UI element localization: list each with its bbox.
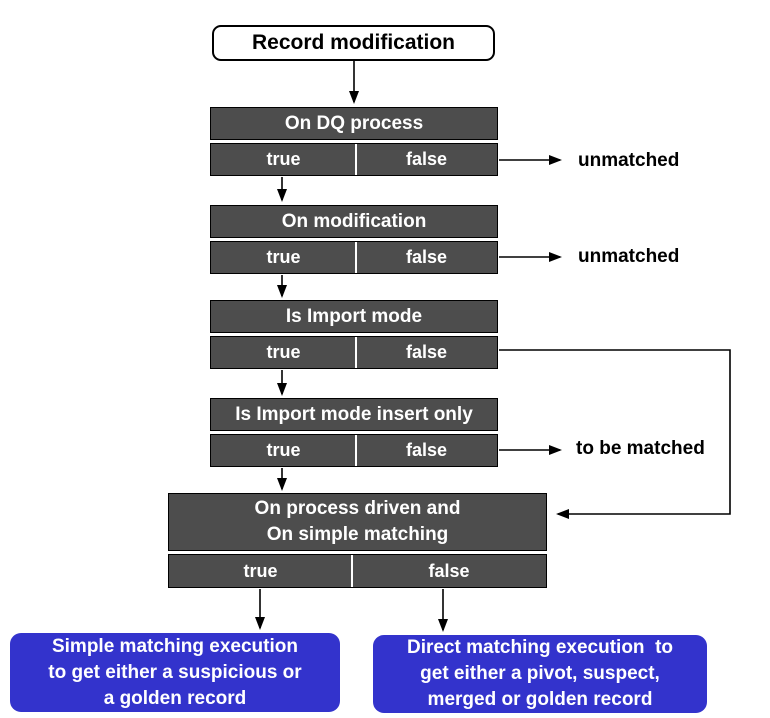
true-branch-cell: true	[266, 247, 301, 267]
decision-branch-row: true false	[210, 336, 498, 369]
terminal-label: Simple matching execution to get either …	[48, 635, 302, 709]
decision-on-process-driven-and-simple-matching: On process driven and On simple matching…	[168, 493, 547, 588]
decision-is-import-mode: Is Import mode true false	[210, 300, 498, 369]
outcome-label-unmatched-2: unmatched	[578, 246, 680, 267]
start-node-record-modification: Record modification	[212, 25, 495, 61]
start-node-label: Record modification	[251, 31, 456, 54]
true-branch-cell: true	[266, 149, 301, 169]
decision-title: On modification	[210, 205, 498, 238]
true-branch-cell: true	[266, 440, 301, 460]
decision-branch-row: true false	[210, 434, 498, 467]
outcome-label-unmatched-1: unmatched	[578, 150, 680, 171]
branch-divider	[351, 555, 353, 587]
decision-title: Is Import mode insert only	[210, 398, 498, 431]
false-branch-cell: false	[405, 149, 448, 169]
false-branch-cell: false	[405, 247, 448, 267]
terminal-direct-matching-execution: Direct matching execution to get either …	[373, 635, 707, 713]
false-branch-cell: false	[428, 560, 470, 581]
decision-title: On DQ process	[210, 107, 498, 140]
decision-on-dq-process: On DQ process true false	[210, 107, 498, 176]
decision-branch-row: true false	[210, 241, 498, 274]
decision-on-modification: On modification true false	[210, 205, 498, 274]
branch-divider	[355, 435, 357, 466]
true-branch-cell: true	[266, 342, 301, 362]
terminal-simple-matching-execution: Simple matching execution to get either …	[10, 633, 340, 712]
arrow-import-false-to-process-driven	[499, 349, 731, 519]
decision-is-import-mode-insert-only: Is Import mode insert only true false	[210, 398, 498, 467]
false-branch-cell: false	[405, 342, 448, 362]
terminal-label: Direct matching execution to get either …	[406, 637, 674, 710]
outcome-label-to-be-matched: to be matched	[576, 438, 705, 459]
true-branch-cell: true	[243, 560, 278, 581]
false-branch-cell: false	[405, 440, 448, 460]
branch-divider	[355, 337, 357, 368]
decision-title: Is Import mode	[210, 300, 498, 333]
decision-branch-row: true false	[168, 554, 547, 588]
decision-title: On process driven and On simple matching	[168, 493, 547, 551]
branch-divider	[355, 144, 357, 175]
branch-divider	[355, 242, 357, 273]
decision-branch-row: true false	[210, 143, 498, 176]
